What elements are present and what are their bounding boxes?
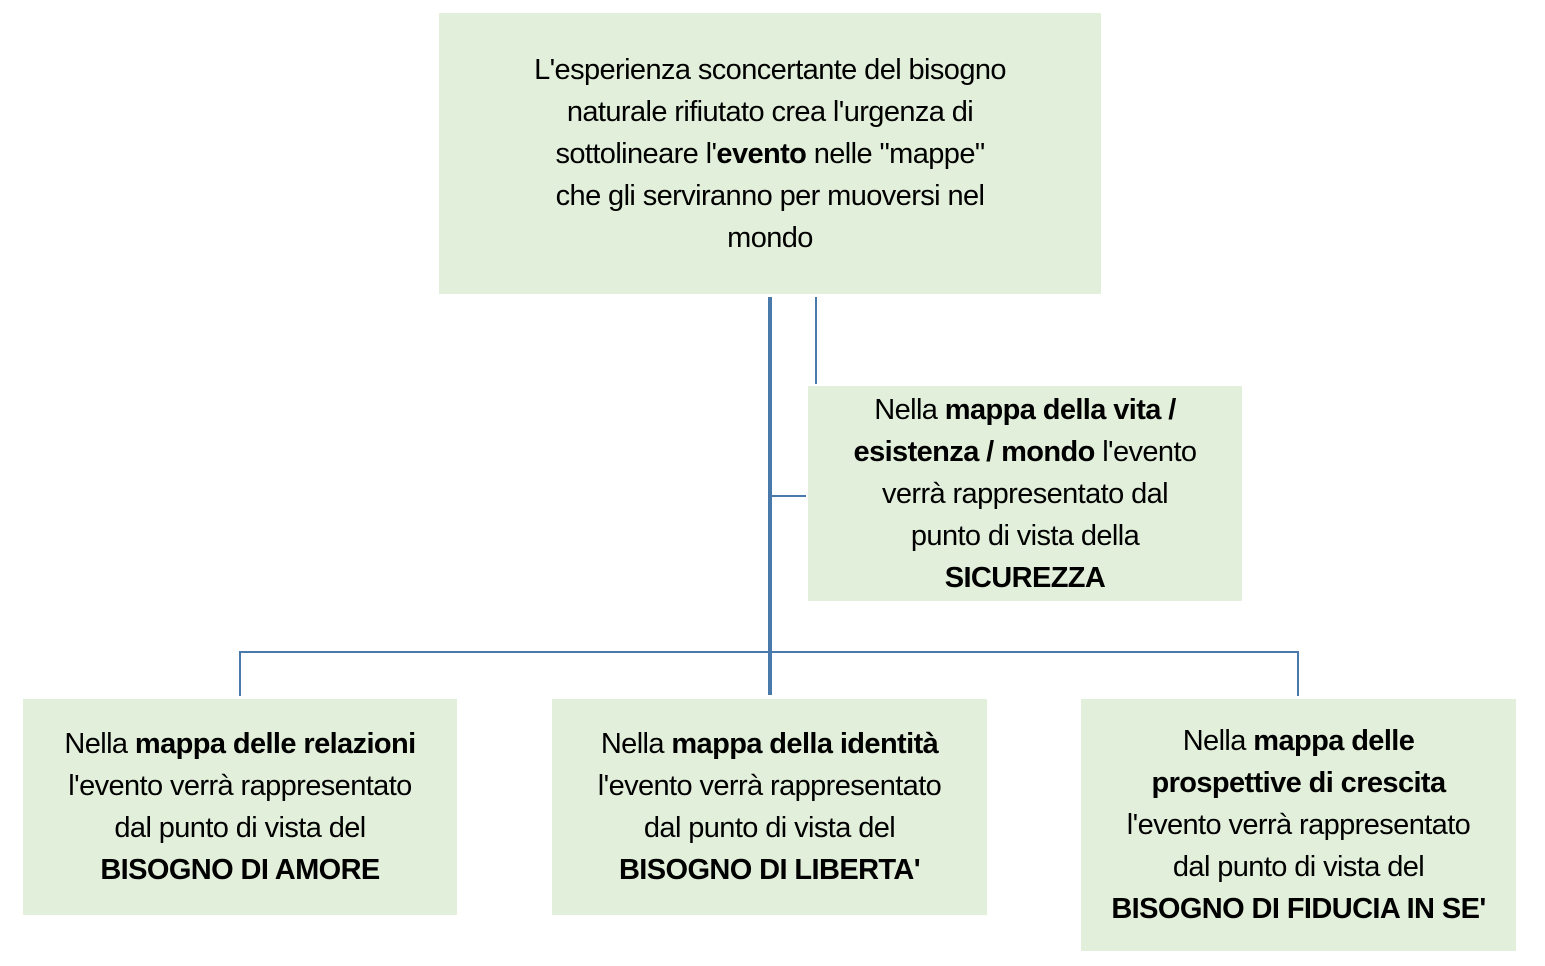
bold-text: BISOGNO DI LIBERTA' xyxy=(618,854,921,886)
text-line: che gli serviranno per muoversi nel xyxy=(556,175,985,217)
bold-text: mappa della vita / xyxy=(944,393,1177,426)
text: Nella xyxy=(874,393,945,426)
text: L'esperienza sconcertante del bisogno xyxy=(534,53,1006,86)
text-line: Nella mappa della vita / xyxy=(874,389,1176,431)
text-line: sottolineare l'evento nelle "mappe" xyxy=(555,133,985,175)
text-line: Nella mappa delle xyxy=(1183,720,1415,762)
text-line: dal punto di vista del xyxy=(114,807,366,849)
bold-text: evento xyxy=(716,137,807,170)
text: sottolineare l' xyxy=(555,137,717,170)
text-line: punto di vista della xyxy=(910,515,1140,557)
bold-text: mappa delle relazioni xyxy=(134,728,416,760)
text-line: Nella mappa della identità xyxy=(600,723,939,765)
text: naturale rifiutato crea l'urgenza di xyxy=(566,95,974,128)
bold-text: SICUREZZA xyxy=(944,561,1106,594)
text: Nella xyxy=(600,728,672,760)
text-line: l'evento verrà rappresentato xyxy=(68,765,412,807)
connector-assistant-stub xyxy=(815,297,817,384)
text: dal punto di vista del xyxy=(643,812,896,844)
connector-assistant-branch xyxy=(770,495,806,497)
root-node: L'esperienza sconcertante del bisogno nat… xyxy=(439,13,1101,294)
text-line: l'evento verrà rappresentato xyxy=(1126,804,1471,846)
text: l'evento xyxy=(1094,435,1197,468)
text-line: SICUREZZA xyxy=(945,557,1106,599)
node-bisogno-liberta: Nella mappa della identità l'evento verrà… xyxy=(552,699,987,915)
text-line: l'evento verrà rappresentato xyxy=(597,765,942,807)
bold-text: prospettive di crescita xyxy=(1151,767,1446,799)
node-bisogno-amore: Nella mappa delle relazioni l'evento verr… xyxy=(23,699,457,915)
text-line: naturale rifiutato crea l'urgenza di xyxy=(566,91,974,133)
text-line: verrà rappresentato dal xyxy=(881,473,1169,515)
node-bisogno-fiducia: Nella mappa delle prospettive di crescita… xyxy=(1081,699,1516,951)
text: l'evento verrà rappresentato xyxy=(1126,809,1471,841)
text: Nella xyxy=(1182,725,1254,757)
text: che gli serviranno per muoversi nel xyxy=(555,179,985,212)
text-line: prospettive di crescita xyxy=(1151,762,1446,804)
text-line: L'esperienza sconcertante del bisogno xyxy=(534,49,1006,91)
text-line: mondo xyxy=(727,217,813,259)
connector-left-drop xyxy=(239,651,241,696)
text-line: esistenza / mondo l'evento xyxy=(853,431,1198,473)
text-line: dal punto di vista del xyxy=(1172,846,1425,888)
text: l'evento verrà rappresentato xyxy=(68,770,412,802)
text: punto di vista della xyxy=(910,519,1140,552)
text-line: BISOGNO DI AMORE xyxy=(100,849,380,891)
text-line: BISOGNO DI FIDUCIA IN SE' xyxy=(1111,888,1486,930)
bold-text: esistenza / mondo xyxy=(853,435,1096,468)
node-sicurezza: Nella mappa della vita /esistenza / mond… xyxy=(808,386,1242,601)
connector-horizontal xyxy=(239,651,1299,653)
text: Nella xyxy=(64,728,135,760)
bold-text: mappa delle xyxy=(1253,725,1415,757)
connector-right-drop xyxy=(1297,651,1299,696)
text: l'evento verrà rappresentato xyxy=(597,770,942,802)
text-line: dal punto di vista del xyxy=(643,807,896,849)
text: dal punto di vista del xyxy=(114,812,366,844)
text: dal punto di vista del xyxy=(1172,851,1425,883)
text: mondo xyxy=(727,221,813,254)
bold-text: BISOGNO DI FIDUCIA IN SE' xyxy=(1111,893,1486,925)
text: verrà rappresentato dal xyxy=(881,477,1169,510)
bold-text: mappa della identità xyxy=(671,728,939,760)
text: nelle "mappe" xyxy=(806,137,985,170)
bold-text: BISOGNO DI AMORE xyxy=(100,854,380,886)
text-line: BISOGNO DI LIBERTA' xyxy=(618,849,921,891)
text-line: Nella mappa delle relazioni xyxy=(64,723,416,765)
